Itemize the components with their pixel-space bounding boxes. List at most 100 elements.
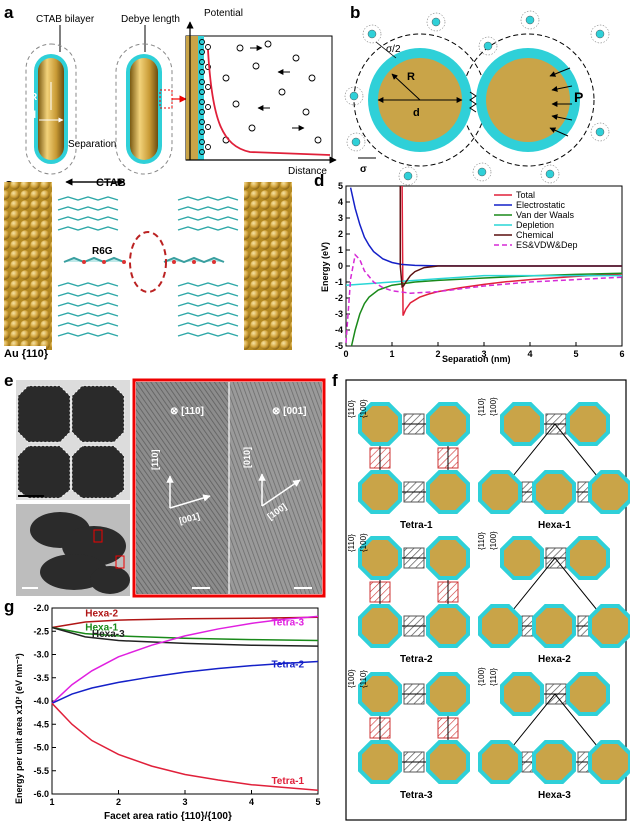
facet-label: {110}: [347, 534, 356, 552]
ctab-bilayer-label: CTAB bilayer: [36, 14, 95, 25]
nanocrystal-core: [362, 540, 398, 576]
config-hexa-1: Hexa-1{110}{100}: [477, 397, 630, 531]
legend-label: Electrostatic: [516, 200, 566, 210]
y-tick-label: 4: [338, 197, 343, 207]
panel-f-frame: [345, 379, 627, 821]
panel-a: a CTAB bilayer Debye length R d Separati…: [4, 3, 337, 186]
panel-letter-e: e: [4, 371, 13, 390]
r6g-atoms: [82, 260, 216, 264]
config-label: Hexa-3: [538, 790, 571, 801]
series-line-hexa-3: [51, 626, 319, 647]
diameter-label: d: [30, 110, 36, 121]
nanocrystal-core: [570, 540, 606, 576]
facet-label: {110}: [477, 532, 486, 550]
r6g-label: R6G: [92, 246, 113, 257]
panel-letter-g: g: [4, 597, 14, 616]
lattice-square: [379, 557, 449, 627]
y-tick-label: -3.5: [33, 673, 49, 683]
separation-label: Separation: [68, 139, 116, 150]
facet-label: {100}: [347, 669, 356, 688]
series-line-hexa-1: [51, 626, 319, 642]
facet-label: {100}: [359, 399, 368, 418]
potential-axis-label: Potential: [204, 8, 243, 19]
nanocrystal-core: [482, 474, 518, 510]
legend-label: Van der Waals: [516, 210, 575, 220]
panel-c: c: [2, 175, 292, 360]
panel-letter-f: f: [332, 371, 338, 390]
y-tick-label: -3: [335, 309, 343, 319]
nanocrystal-core: [430, 406, 466, 442]
nanocrystal-core: [362, 608, 398, 644]
facet-label: {100}: [489, 397, 498, 416]
nanocrystal-core: [430, 744, 466, 780]
dir-110: [110]: [150, 449, 160, 470]
nanocrystal-core: [570, 406, 606, 442]
legend-label: Total: [516, 190, 535, 200]
y-tick-label: -4: [335, 325, 343, 335]
nanocrystal-core: [362, 676, 398, 712]
y-tick-label: -3.0: [33, 650, 49, 660]
y-tick-label: -1: [335, 277, 343, 287]
au-facet-label: Au {110}: [4, 348, 49, 360]
nanocrystal-core: [536, 744, 572, 780]
assembly-configurations: Tetra-1{110}{100}Hexa-1{110}{100}Tetra-2…: [347, 397, 630, 801]
config-hexa-3: Hexa-3{100}{110}: [477, 667, 630, 801]
panel-letter-b: b: [350, 3, 360, 22]
series-line-tetra-1: [51, 702, 319, 792]
series-line-hexa-2: [51, 616, 319, 629]
config-label: Hexa-2: [538, 654, 571, 665]
panel-letter-a: a: [4, 3, 14, 22]
debye-length-label: Debye length: [121, 14, 180, 25]
ctab-chains: [57, 196, 239, 337]
nanocrystal-core: [430, 676, 466, 712]
x-tick-label: 5: [315, 797, 320, 807]
series-line-tetra-3: [51, 615, 319, 704]
hrtem-left: [136, 382, 229, 594]
x-tick-label: 4: [249, 797, 254, 807]
potential-box: [185, 35, 333, 161]
nanocrystal-core: [430, 474, 466, 510]
chart-g-xlabel: Facet area ratio {110}/{100}: [104, 811, 232, 822]
y-tick-label: -2.0: [33, 603, 49, 613]
legend-label: Depletion: [516, 220, 554, 230]
y-tick-label: 0: [338, 261, 343, 271]
series-line-chemical: [399, 186, 622, 289]
series-line-electrostatic: [349, 187, 622, 267]
series-label-tetra-2: Tetra-2: [271, 660, 304, 671]
config-label: Tetra-1: [400, 520, 433, 531]
panel-e: e ⊗ [110] ⊗ [001] [110]: [4, 371, 326, 598]
x-tick-label: 1: [49, 797, 54, 807]
b-radius-label: R: [407, 71, 415, 83]
x-tick-label: 5: [573, 349, 578, 359]
micelles: [344, 10, 610, 186]
y-tick-label: 1: [338, 245, 343, 255]
y-tick-label: -6.0: [33, 789, 49, 799]
nanocrystal-core: [592, 608, 628, 644]
dir-010: [010]: [242, 447, 252, 468]
config-tetra-3: Tetra-3{100}{110}: [347, 669, 470, 801]
panel-letter-d: d: [314, 171, 324, 190]
pressure-label: P: [574, 89, 583, 105]
series-line-depletion: [345, 274, 622, 286]
series-label-hexa-1: Hexa-1: [85, 622, 118, 633]
nanocrystal-core: [504, 540, 540, 576]
chart-g-ylabel: Energy per unit area x10² (eV nm⁻²): [14, 653, 24, 804]
series-line-es-vdw-dep: [345, 253, 623, 343]
nanocrystal-core: [362, 474, 398, 510]
zone-axis-110: ⊗ [110]: [170, 406, 204, 417]
lattice-square: [379, 693, 449, 763]
y-tick-label: 3: [338, 213, 343, 223]
ctab-label: CTAB: [96, 177, 126, 189]
y-tick-label: -5.5: [33, 766, 49, 776]
x-tick-label: 0: [343, 349, 348, 359]
b-diameter-label: d: [413, 107, 420, 119]
sigma-label: σ: [360, 164, 367, 175]
x-tick-label: 3: [481, 349, 486, 359]
x-tick-label: 2: [116, 797, 121, 807]
nanocrystal-core: [504, 406, 540, 442]
